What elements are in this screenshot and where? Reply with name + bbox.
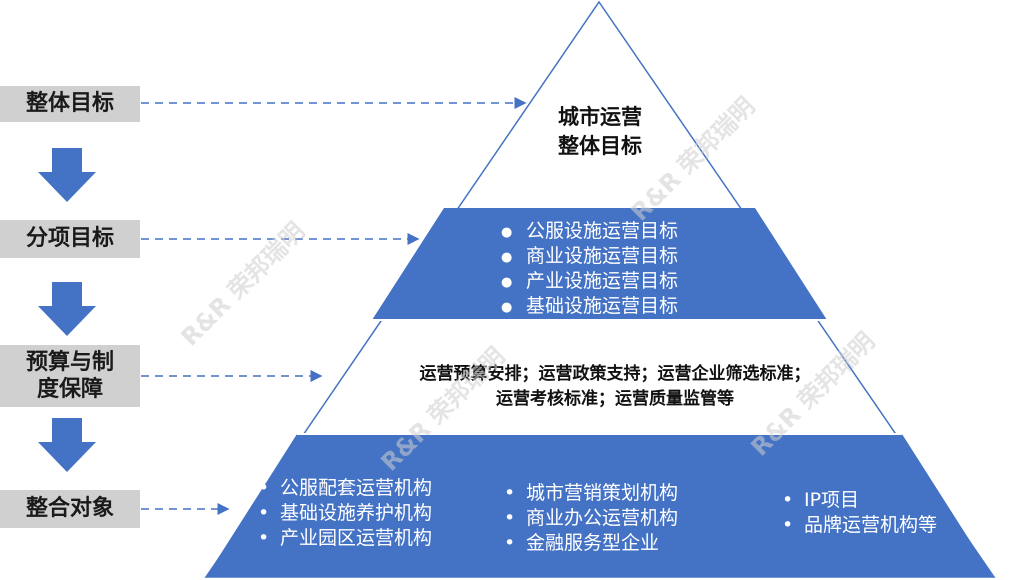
down-arrow-1	[38, 148, 96, 202]
list-item: 基础设施养护机构	[252, 501, 432, 526]
list-item: 城市营销策划机构	[498, 481, 678, 506]
down-arrow-3	[38, 418, 96, 472]
tier-1-title: 城市运营 整体目标	[558, 105, 642, 158]
tier-2-list: 公服设施运营目标 商业设施运营目标 产业设施运营目标 基础设施运营目标	[498, 219, 678, 320]
list-item: 品牌运营机构等	[776, 513, 937, 538]
pyramid-outline	[204, 0, 996, 578]
tier-4-column-2: 城市营销策划机构 商业办公运营机构 金融服务型企业	[498, 481, 678, 556]
list-item: 商业设施运营目标	[498, 244, 678, 270]
tier-4-column-3: IP项目 品牌运营机构等	[776, 488, 937, 538]
list-item: 产业园区运营机构	[252, 526, 432, 551]
tier-4-column-1: 公服配套运营机构 基础设施养护机构 产业园区运营机构	[252, 476, 432, 551]
tier-3-text: 运营预算安排；运营政策支持；运营企业筛选标准； 运营考核标准；运营质量监管等	[419, 364, 811, 409]
list-item: 基础设施运营目标	[498, 294, 678, 320]
label-integration-objects: 整合对象	[0, 490, 140, 528]
label-sub-goals: 分项目标	[0, 220, 140, 258]
list-item: 公服设施运营目标	[498, 219, 678, 245]
label-budget-guarantee: 预算与制 度保障	[0, 345, 140, 407]
list-item: 商业办公运营机构	[498, 506, 678, 531]
list-item: 公服配套运营机构	[252, 476, 432, 501]
list-item: 产业设施运营目标	[498, 269, 678, 295]
list-item: 金融服务型企业	[498, 531, 678, 556]
down-arrow-2	[38, 282, 96, 336]
label-overall-goal: 整体目标	[0, 86, 140, 122]
list-item: IP项目	[776, 488, 937, 513]
